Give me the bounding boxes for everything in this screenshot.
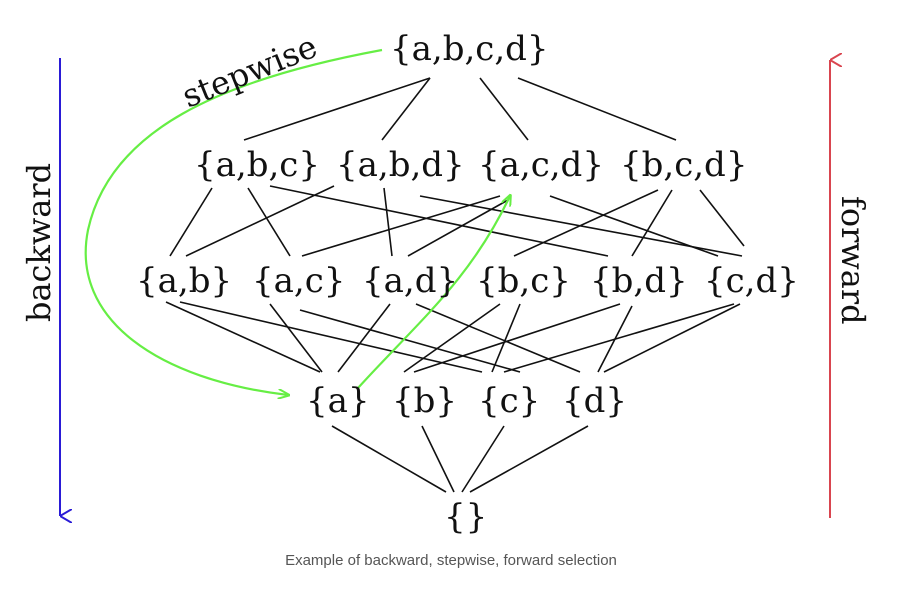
edge <box>503 303 735 373</box>
edge <box>631 189 673 257</box>
stepwise-arrow-forward <box>357 196 510 389</box>
edge <box>407 199 509 257</box>
node-ab: {a,b} <box>136 261 232 301</box>
edge <box>331 425 447 493</box>
node-cd: {c,d} <box>704 261 799 301</box>
edge <box>517 77 677 141</box>
node-a: {a} <box>306 381 370 421</box>
edge <box>169 187 213 257</box>
lattice-edges <box>165 77 745 493</box>
edge <box>549 195 719 257</box>
forward-label: forward <box>834 196 872 325</box>
figure-caption: Example of backward, stepwise, forward s… <box>285 552 617 569</box>
edge <box>603 303 741 373</box>
edge <box>469 425 589 493</box>
node-empty: {} <box>444 497 487 537</box>
edge <box>421 425 455 493</box>
edge <box>269 303 323 373</box>
backward-label: backward <box>20 163 58 322</box>
node-b: {b} <box>392 381 457 421</box>
node-c: {c} <box>478 381 540 421</box>
edge <box>381 77 431 141</box>
edge <box>383 187 393 257</box>
node-ac: {a,c} <box>252 261 345 301</box>
edge <box>299 309 521 373</box>
edge <box>403 303 501 373</box>
edge <box>699 189 745 247</box>
node-bc: {b,c} <box>476 261 571 301</box>
edge <box>165 301 321 373</box>
edge <box>513 189 659 257</box>
node-ad: {a,d} <box>362 261 458 301</box>
edge <box>301 195 501 257</box>
node-bd: {b,d} <box>590 261 688 301</box>
edge <box>243 77 431 141</box>
node-abcd: {a,b,c,d} <box>390 29 549 69</box>
edge <box>413 303 621 373</box>
edge <box>461 425 505 493</box>
edge <box>247 187 291 257</box>
edge <box>185 185 335 257</box>
edge <box>491 303 521 373</box>
node-d: {d} <box>562 381 627 421</box>
node-bcd: {b,c,d} <box>620 145 747 185</box>
edge <box>269 185 609 257</box>
edge <box>479 77 529 141</box>
edge <box>415 303 581 373</box>
node-abc: {a,b,c} <box>194 145 320 185</box>
node-acd: {a,c,d} <box>478 145 604 185</box>
edge <box>337 303 391 373</box>
stepwise-label: stepwise <box>177 27 323 115</box>
subset-lattice-diagram: backward forward stepwise {a,b,c,d} {a,b… <box>20 27 872 537</box>
node-abd: {a,b,d} <box>336 145 465 185</box>
stepwise-arrow-curve <box>84 48 383 395</box>
edge <box>179 301 483 373</box>
